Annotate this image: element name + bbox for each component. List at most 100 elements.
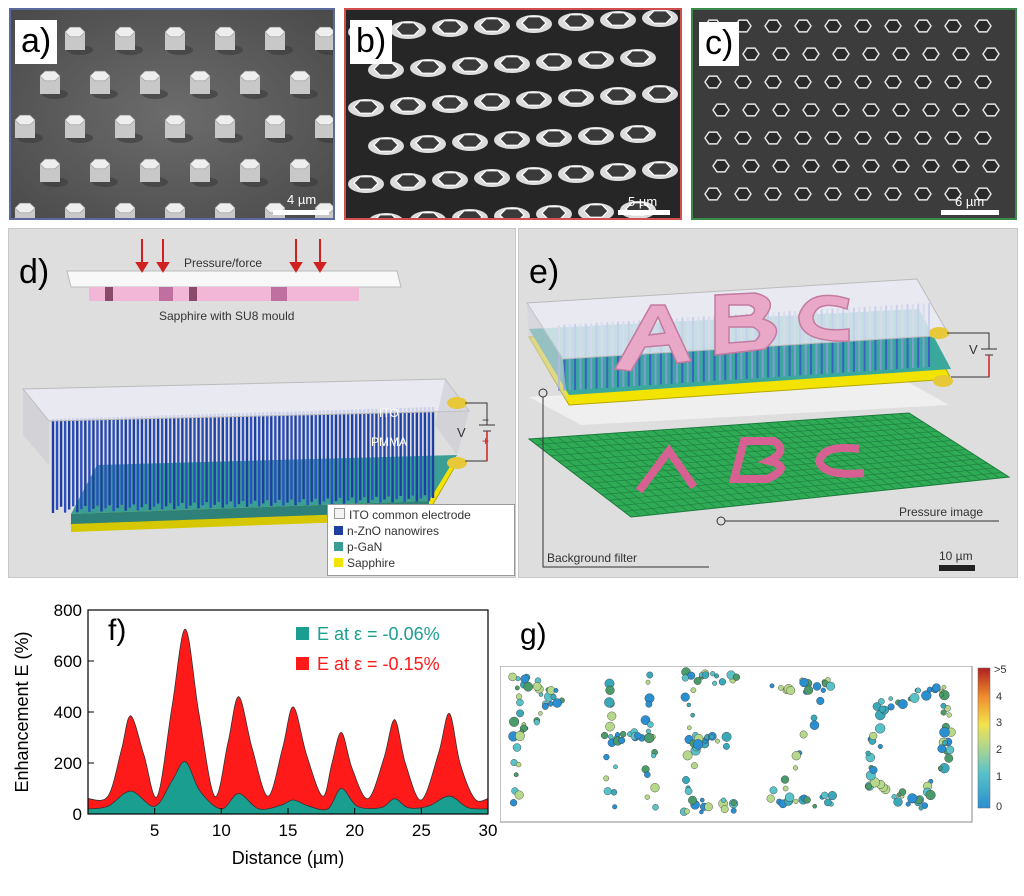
piezo-dot (701, 671, 710, 679)
pillar-top (114, 114, 136, 126)
piezo-dot (709, 734, 715, 740)
piezo-dot (523, 681, 534, 692)
panel-label-a: a) (15, 20, 58, 64)
y-tick-label: 0 (73, 805, 82, 824)
hole (457, 210, 483, 218)
x-tick-label: 15 (279, 821, 298, 840)
colorbar (977, 667, 991, 809)
grid-line (536, 417, 917, 445)
piezo-dot (793, 765, 799, 771)
pillar-top (64, 26, 86, 38)
piezo-dot (940, 709, 947, 716)
piezo-dot (780, 775, 790, 784)
piezo-dot (516, 709, 524, 718)
hole (832, 159, 850, 173)
piezo-dot (516, 698, 524, 707)
ito-label: ITO (379, 406, 399, 420)
x-tick-label: 30 (479, 821, 498, 840)
hole (764, 19, 782, 33)
piezo-dot (515, 761, 522, 768)
hole (479, 94, 505, 108)
panel-label-b: b) (350, 20, 393, 64)
legend-swatch (296, 627, 309, 640)
pillar-top (89, 158, 111, 170)
hole (824, 131, 842, 145)
hole (583, 204, 609, 218)
pressure-label: Pressure/force (184, 256, 263, 270)
pillar-top (239, 158, 261, 170)
piezo-dot (651, 753, 657, 759)
piezo-dot (508, 672, 517, 682)
hole (734, 131, 752, 145)
piezo-dot (893, 797, 903, 807)
piezo-dot (803, 796, 811, 804)
hole (499, 208, 525, 218)
x-tick-label: 20 (345, 821, 364, 840)
piezo-dot (907, 793, 918, 804)
hole (944, 187, 962, 201)
piezo-dot (650, 783, 660, 793)
hole (914, 131, 932, 145)
legend-item: n-ZnO nanowires (334, 524, 439, 538)
pillar-top (289, 158, 311, 170)
legend-label: E at ε = -0.06% (317, 624, 440, 644)
piezo-dot (644, 771, 651, 778)
hole (944, 75, 962, 89)
hole (884, 19, 902, 33)
legend-item: ITO common electrode (334, 508, 471, 522)
pillar-top (139, 70, 161, 82)
piezo-dot (939, 727, 950, 738)
grid-line (601, 458, 981, 496)
pillar-top (264, 114, 286, 126)
x-tick-label: 5 (150, 821, 159, 840)
pillar-top (189, 158, 211, 170)
hole (764, 75, 782, 89)
piezo-dot (791, 751, 801, 761)
y-tick-label: 400 (54, 703, 82, 722)
colorbar-tick: 1 (996, 771, 1003, 783)
hole (437, 172, 463, 186)
hole (437, 96, 463, 110)
piezo-dot (613, 764, 618, 770)
piezo-dot (820, 687, 826, 693)
piezo-dot (865, 750, 871, 756)
piezo-dot (605, 685, 615, 695)
legend-d: ITO common electrode n-ZnO nanowires p-G… (327, 504, 515, 576)
hole (457, 58, 483, 72)
hole (772, 159, 790, 173)
panel-label-f: f) (108, 614, 127, 647)
hole (794, 131, 812, 145)
piezo-dot (909, 693, 920, 703)
panel-label-g: g) (520, 618, 547, 651)
hole (914, 187, 932, 201)
piezo-dot (942, 739, 948, 746)
piezo-dot (730, 799, 737, 807)
pillar-top (214, 26, 236, 38)
piezo-dot (945, 745, 955, 755)
hexagonal-holes-c (693, 10, 1015, 218)
hole (952, 47, 970, 61)
colorbar-tick: 0 (996, 801, 1003, 813)
piezo-dot (799, 730, 808, 739)
piezo-dot (644, 732, 655, 744)
pillar-top (114, 202, 136, 214)
piezo-dot (810, 714, 818, 722)
piezo-dot (645, 728, 651, 734)
hole (742, 103, 760, 117)
hole (854, 19, 872, 33)
hole (824, 19, 842, 33)
pillar-top (14, 114, 36, 126)
y-axis-label: Enhancement E (%) (12, 631, 32, 792)
pillar-top (64, 114, 86, 126)
pillar-top (214, 202, 236, 214)
scale-text-c: 6 µm (955, 194, 985, 209)
hole (712, 159, 730, 173)
piezo-dot (514, 685, 520, 691)
hole (625, 126, 651, 140)
piezo-dot (704, 802, 713, 812)
hole (824, 75, 842, 89)
voltage-label-e: V (969, 342, 978, 357)
piezo-map-g: g) >5 4 3 2 1 0 (500, 604, 1024, 894)
piezo-dot (699, 809, 704, 815)
